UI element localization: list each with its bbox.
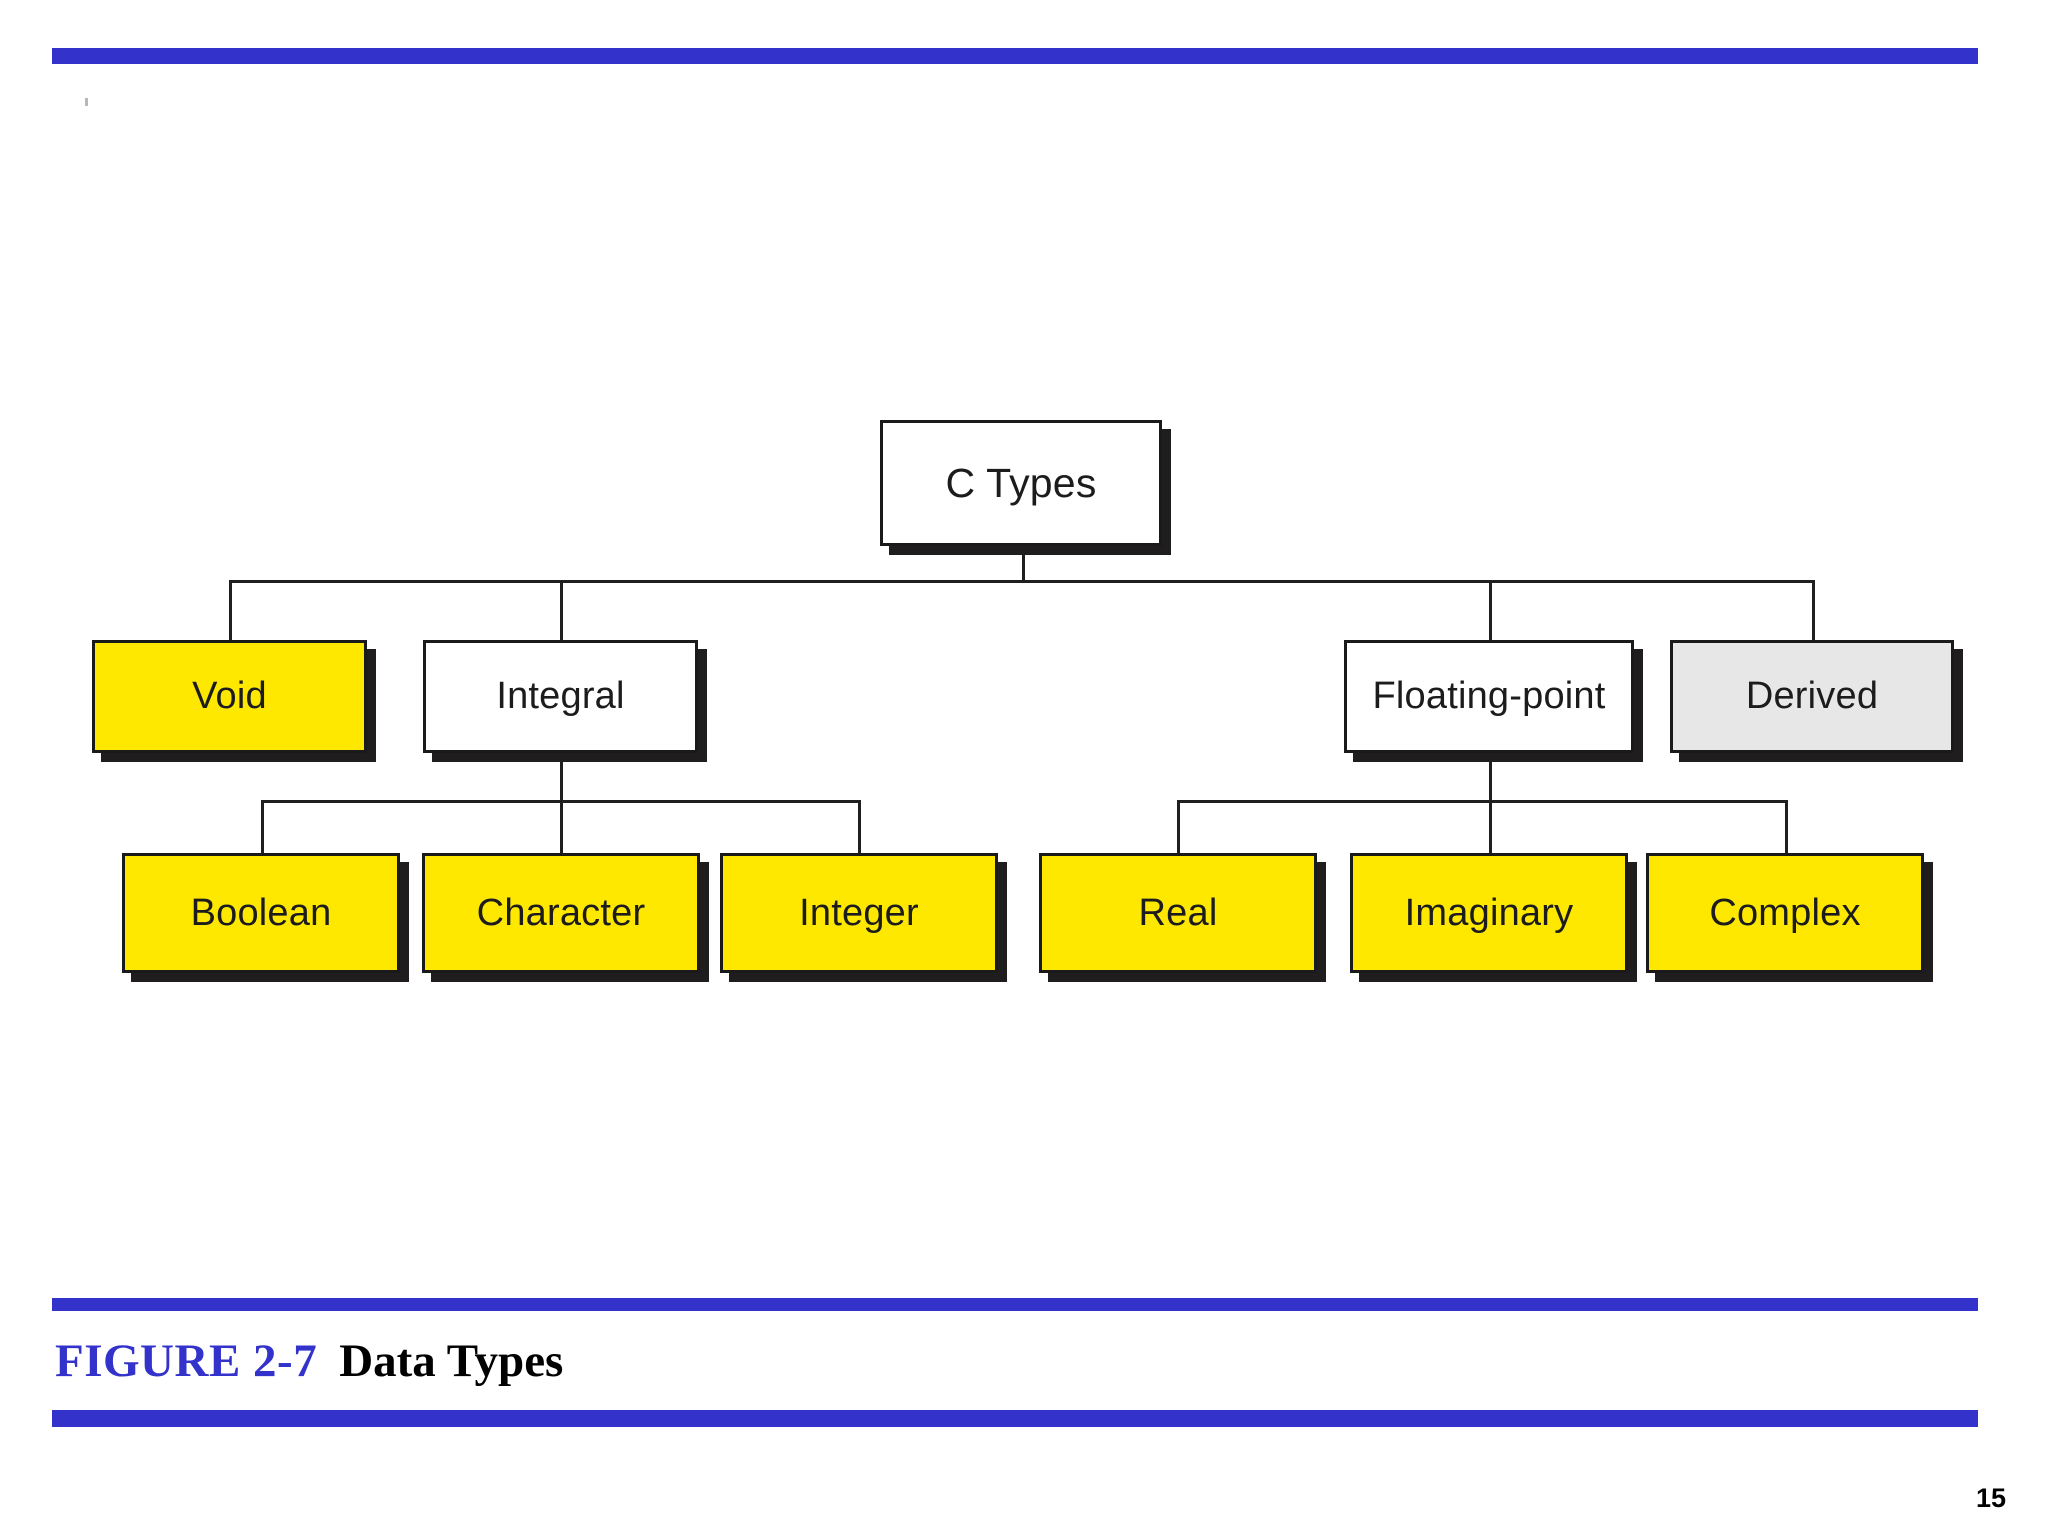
- node-floating-point[interactable]: Floating-point: [1344, 640, 1634, 753]
- data-types-diagram: C Types Void Integral Floating-point Der…: [92, 420, 1954, 973]
- node-derived[interactable]: Derived: [1670, 640, 1954, 753]
- node-label: Derived: [1745, 675, 1879, 717]
- node-label: Real: [1138, 891, 1218, 934]
- connector-drop-real: [1177, 800, 1180, 856]
- node-c-types[interactable]: C Types: [880, 420, 1162, 546]
- node-label: Integer: [799, 891, 919, 934]
- node-label: Complex: [1709, 891, 1861, 934]
- connector-root-stem: [1022, 547, 1025, 582]
- connector-drop-character: [560, 800, 563, 856]
- figure-caption: FIGURE 2-7 Data Types: [55, 1325, 1555, 1397]
- caption-top-rule: [52, 1298, 1978, 1311]
- top-accent-rule: [52, 48, 1978, 64]
- figure-title: Data Types: [339, 1334, 564, 1387]
- connector-floating-bus: [1177, 800, 1788, 803]
- node-label: Floating-point: [1372, 675, 1606, 717]
- figure-label: FIGURE 2-7: [55, 1334, 318, 1387]
- stray-mark: [85, 98, 88, 106]
- caption-bottom-rule: [52, 1410, 1978, 1427]
- connector-drop-floating: [1489, 580, 1492, 642]
- node-integral[interactable]: Integral: [423, 640, 698, 753]
- node-character[interactable]: Character: [422, 853, 700, 973]
- node-label: Void: [192, 675, 267, 717]
- connector-drop-boolean: [261, 800, 264, 856]
- node-label: Integral: [496, 675, 625, 717]
- node-imaginary[interactable]: Imaginary: [1350, 853, 1628, 973]
- node-real[interactable]: Real: [1039, 853, 1317, 973]
- connector-drop-integral: [560, 580, 563, 642]
- node-integer[interactable]: Integer: [720, 853, 998, 973]
- connector-drop-derived: [1812, 580, 1815, 642]
- connector-drop-integer: [858, 800, 861, 856]
- node-label: Imaginary: [1404, 891, 1574, 934]
- node-label: C Types: [945, 459, 1097, 506]
- connector-drop-void: [229, 580, 232, 642]
- node-void[interactable]: Void: [92, 640, 367, 753]
- node-label: Boolean: [190, 891, 332, 934]
- connector-drop-imaginary: [1489, 800, 1492, 856]
- node-label: Character: [476, 891, 646, 934]
- connector-drop-complex: [1785, 800, 1788, 856]
- connector-level1-bus: [229, 580, 1815, 583]
- node-boolean[interactable]: Boolean: [122, 853, 400, 973]
- connector-integral-stem: [560, 762, 563, 802]
- page-number: 15: [1975, 1483, 2006, 1513]
- connector-floating-stem: [1489, 762, 1492, 802]
- node-complex[interactable]: Complex: [1646, 853, 1924, 973]
